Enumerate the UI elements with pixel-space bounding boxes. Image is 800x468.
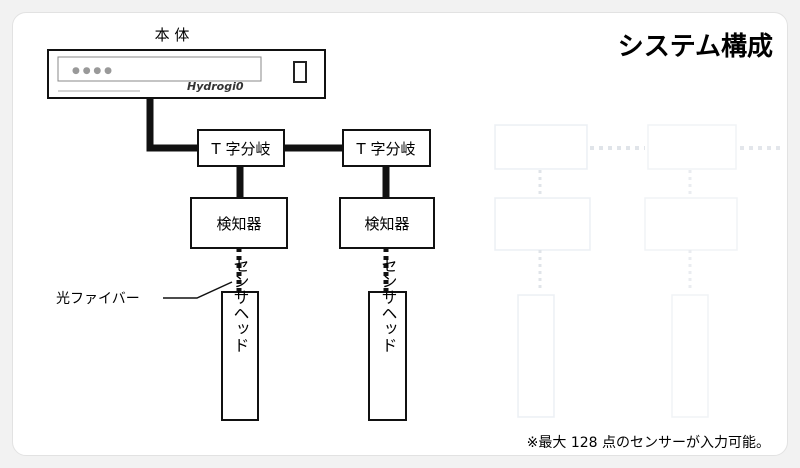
brand-logo: Hydrogi0 xyxy=(187,80,244,93)
detector-box xyxy=(190,197,288,249)
main-unit-label: 本 体 xyxy=(155,26,190,44)
main-unit-slot xyxy=(293,61,307,83)
main-unit-display-dots: ● ● ● ● xyxy=(72,66,112,76)
branch-4-faded xyxy=(644,124,785,418)
branch-3-faded xyxy=(494,124,645,418)
t-junction-box xyxy=(197,129,285,167)
diagram-title: システム構成 xyxy=(618,32,773,62)
fiber-label: 光ファイバー xyxy=(56,291,140,307)
sensor-head-box xyxy=(368,291,407,421)
sensor-head-box xyxy=(221,291,259,421)
branch-1: T 字分岐 検知器 センサヘッド xyxy=(190,129,288,421)
branch-2: T 字分岐 検知器 センサヘッド xyxy=(339,129,435,421)
footnote: ※最大 128 点のセンサーが入力可能。 xyxy=(527,435,770,451)
t-junction-label: T 字分岐 xyxy=(211,140,271,158)
sensor-head-label: センサヘッド xyxy=(379,257,398,353)
fiber-leader-line xyxy=(163,281,233,299)
sensor-head-label: センサヘッド xyxy=(231,257,250,353)
t-junction-label: T 字分岐 xyxy=(356,140,416,158)
detector-label: 検知器 xyxy=(364,215,409,233)
main-unit: ● ● ● ● Hydrogi0 xyxy=(47,49,326,99)
bus-line-main xyxy=(146,98,198,152)
t-junction-box xyxy=(342,129,431,167)
detector-label: 検知器 xyxy=(216,215,261,233)
